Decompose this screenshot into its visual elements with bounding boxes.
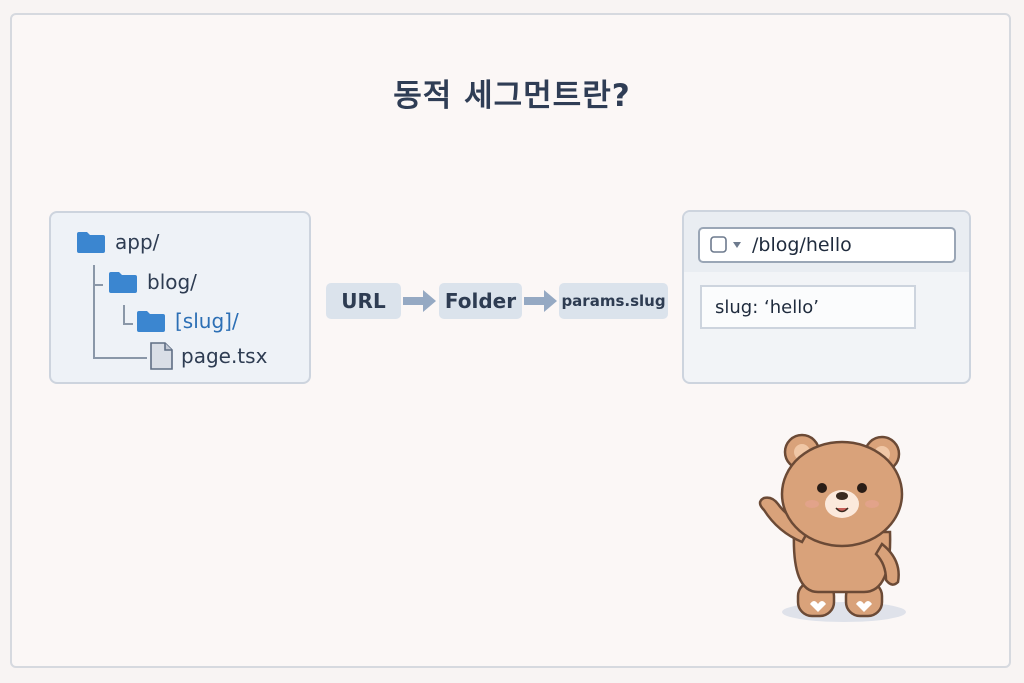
- page-icon: [710, 236, 741, 253]
- file-tree-card: app/ blog/ [slug]/ page.tsx: [49, 211, 311, 384]
- flow-step-params-label: params.slug: [561, 292, 666, 310]
- flow-step-url: URL: [326, 283, 401, 319]
- tree-line-slug-h: [123, 323, 133, 325]
- folder-icon: [109, 272, 137, 293]
- page-title: 동적 세그먼트란?: [393, 78, 631, 114]
- tree-label-page: page.tsx: [181, 344, 268, 368]
- folder-icon: [137, 311, 165, 332]
- flow-step-folder-label: Folder: [444, 289, 517, 313]
- tree-line-root: [93, 265, 95, 357]
- arrow-right-icon: [403, 290, 436, 312]
- tree-item-app[interactable]: app/: [77, 230, 159, 254]
- tree-line-blog: [93, 284, 103, 286]
- tree-item-page[interactable]: page.tsx: [149, 342, 267, 370]
- tree-item-slug[interactable]: [slug]/: [137, 309, 239, 333]
- browser-window: /blog/hello slug: ‘hello’: [682, 210, 971, 384]
- tree-label-blog: blog/: [147, 270, 197, 294]
- tree-line-slug-v: [123, 305, 125, 323]
- tree-label-app: app/: [115, 230, 160, 254]
- tree-line-page: [93, 357, 147, 359]
- bear-mascot-illustration: [758, 433, 906, 622]
- params-output: slug: ‘hello’: [700, 285, 916, 329]
- file-icon: [150, 342, 173, 370]
- flow-step-params: params.slug: [559, 283, 668, 319]
- tree-label-slug: [slug]/: [175, 309, 239, 333]
- address-bar[interactable]: /blog/hello: [698, 227, 956, 263]
- address-bar-url: /blog/hello: [752, 234, 852, 256]
- flow-step-url-label: URL: [341, 289, 386, 313]
- flow-step-folder: Folder: [439, 283, 522, 319]
- arrow-right-icon: [524, 290, 557, 312]
- tree-item-blog[interactable]: blog/: [109, 270, 197, 294]
- folder-icon: [77, 232, 105, 253]
